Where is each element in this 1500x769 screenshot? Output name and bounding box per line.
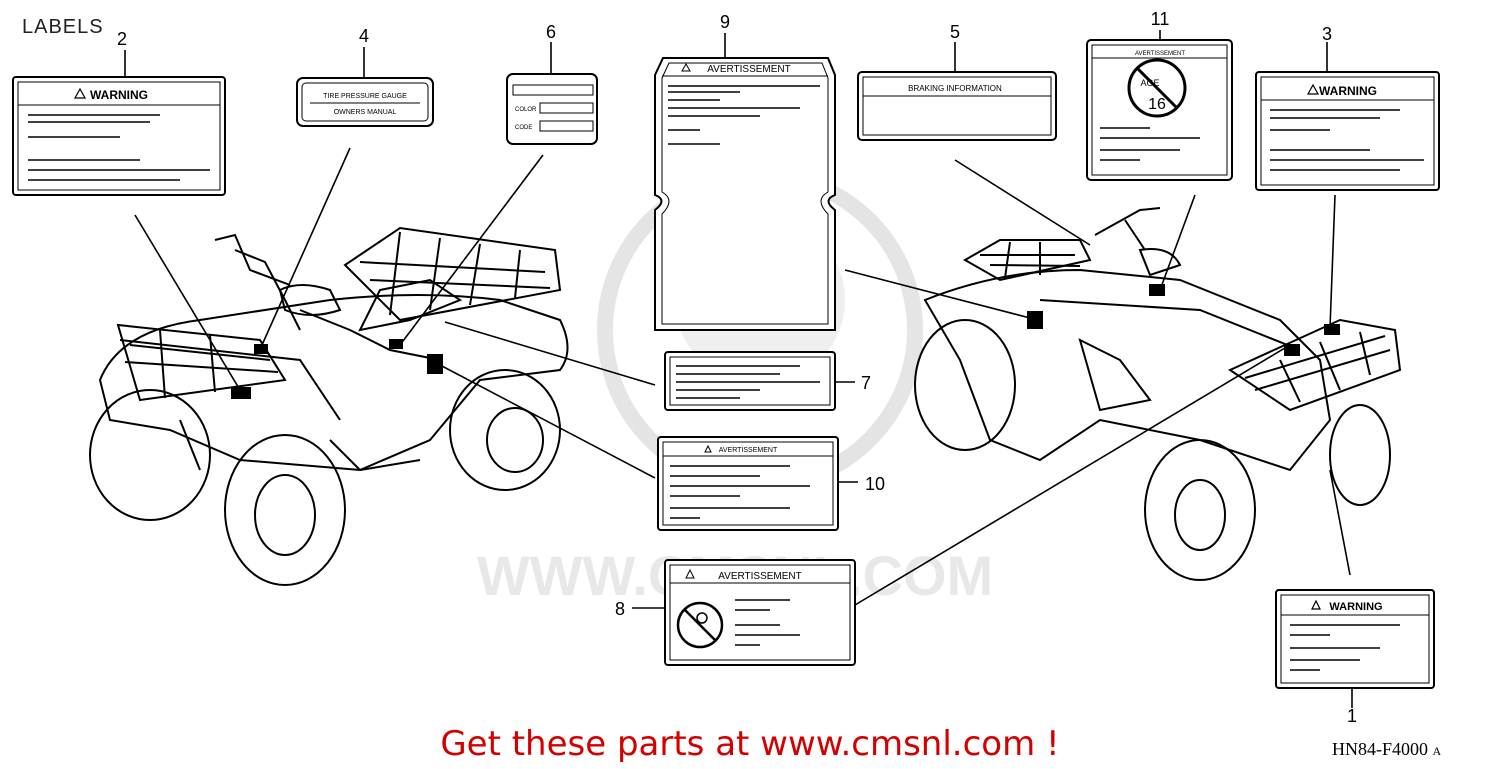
age-sign-number: 16 [1148,96,1166,113]
owners-manual-text: OWNERS MANUAL [334,109,397,116]
warning-triangle-icon [73,87,87,99]
label-4-tire-pressure[interactable]: TIRE PRESSURE GAUGE OWNERS MANUAL [296,77,434,127]
color-text: COLOR [515,107,537,113]
callout-2[interactable]: 2 [117,29,127,49]
callout-10[interactable]: 10 [865,474,885,494]
avertissement-heading-10: AVERTISSEMENT [719,447,778,454]
callout-4[interactable]: 4 [359,26,369,46]
label-7[interactable] [664,351,836,411]
warning-heading: WARNING [1319,84,1377,98]
age-sign-top: AGE [1140,78,1159,88]
callout-6[interactable]: 6 [546,22,556,42]
callout-11[interactable]: 11 [1151,9,1170,29]
diagram-code-text: HN84-F4000 [1332,739,1429,759]
code-text: CODE [515,125,532,131]
callout-7[interactable]: 7 [861,373,871,393]
tire-pressure-text: TIRE PRESSURE GAUGE [323,93,407,100]
label-5-braking[interactable]: BRAKING INFORMATION [857,71,1057,141]
label-8-avertissement[interactable]: AVERTISSEMENT [664,559,856,666]
leader-lines [124,30,1353,708]
atv-rear-view [914,207,1402,581]
label-9-avertissement[interactable]: AVERTISSEMENT [654,57,836,331]
label-3-warning[interactable]: WARNING [1255,71,1440,191]
diagram-revision: A [1432,744,1442,758]
warning-triangle-icon [685,568,695,579]
label-11-age[interactable]: AVERTISSEMENT AGE 16 [1086,39,1233,181]
diagram-code: HN84-F4000 A [1332,739,1441,760]
warning-triangle-icon [1306,83,1320,95]
callout-1[interactable]: 1 [1347,706,1357,726]
warning-triangle-icon [681,62,691,72]
callout-3[interactable]: 3 [1322,24,1332,44]
label-10-avertissement[interactable]: AVERTISSEMENT [657,436,839,531]
promo-link[interactable]: Get these parts at www.cmsnl.com ! [440,724,1060,764]
callout-5[interactable]: 5 [950,22,960,42]
age-prohibition-icon: AGE 16 [1127,58,1187,118]
callout-numbers: 1 2 3 4 5 6 7 8 9 10 11 [117,9,1357,726]
warning-triangle-icon [1311,599,1321,610]
avertissement-heading-9: AVERTISSEMENT [707,64,791,75]
braking-information-text: BRAKING INFORMATION [908,84,1002,93]
warning-heading: WARNING [1329,601,1382,613]
callout-9[interactable]: 9 [720,12,730,32]
avertissement-heading-11: AVERTISSEMENT [1135,51,1185,57]
label-1-warning[interactable]: WARNING [1275,589,1435,689]
callout-8[interactable]: 8 [615,599,625,619]
warning-triangle-icon [704,444,712,453]
page-title: LABELS [22,16,104,38]
atv-front-view [89,226,569,586]
label-2-warning[interactable]: WARNING [12,76,226,196]
label-6-color-code[interactable]: COLOR CODE [506,73,598,145]
avertissement-heading-8: AVERTISSEMENT [718,571,802,582]
no-passenger-icon [676,601,724,649]
warning-heading: WARNING [90,88,148,102]
